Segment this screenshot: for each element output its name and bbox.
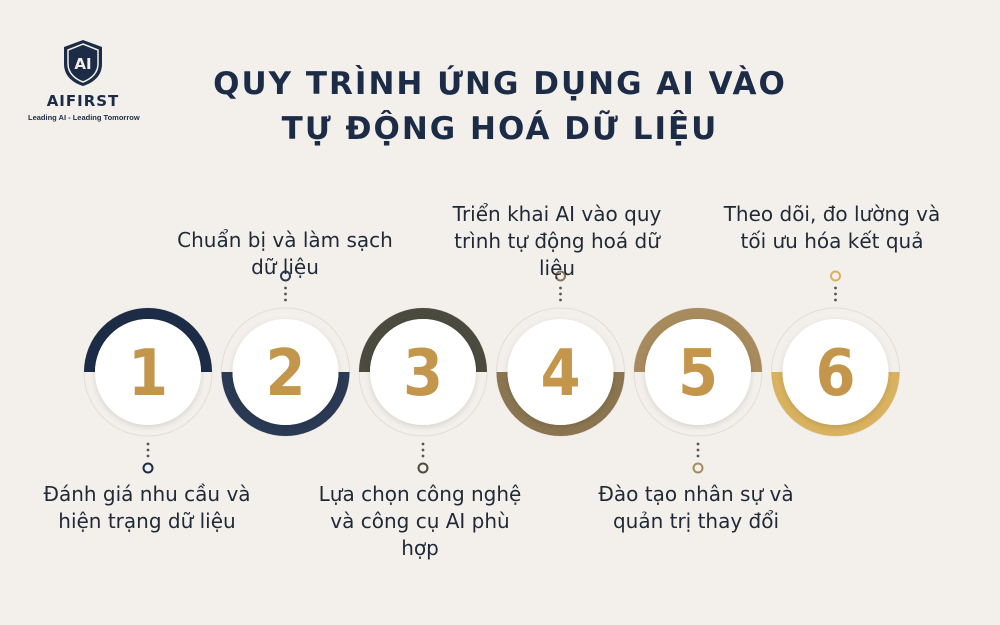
connector-dot [146,448,150,452]
page-title: QUY TRÌNH ỨNG DỤNG AI VÀO TỰ ĐỘNG HOÁ DỮ… [170,62,830,152]
brand-tagline: Leading AI - Leading Tomorrow [28,113,140,122]
connector-marker [830,270,841,282]
step-arc [221,371,350,436]
connector-marker [417,462,429,474]
step-arc [84,308,212,373]
connector-dot [421,454,425,458]
step-disc [507,319,614,425]
connector-dot [421,448,425,452]
connector-dot [834,286,837,290]
step-disc [370,319,476,425]
title-line-1: QUY TRÌNH ỨNG DỤNG AI VÀO [213,66,787,102]
step-arc [634,308,762,373]
shield-icon: AI [64,40,102,86]
step-number: 3 [403,337,443,411]
step-disc [645,319,751,425]
step-3-label: Lựa chọn công nghệ và công cụ AI phù hợp [318,482,522,560]
connector-dot [696,454,700,458]
connector-dot [284,298,287,302]
step-disc [232,319,339,425]
step-disc [782,319,889,425]
connector-dot [834,292,837,296]
connector-dot [421,442,425,446]
step-2-label: Chuẩn bị và làm sạch dữ liệu [177,228,393,279]
step-6: 6 [771,270,900,437]
connector-dot [559,286,562,290]
step-6-label: Theo dõi, đo lường và tối ưu hóa kết quả [723,202,941,253]
connector-dot [696,442,700,446]
connector-marker [280,270,291,282]
step-number: 6 [815,337,855,411]
connector-marker [692,462,704,474]
brand-name: AIFIRST [46,92,120,110]
logo-emblem-text: AI [74,55,91,73]
step-4: 4 [496,270,625,437]
step-1: 1 [83,307,213,474]
connector-marker [555,270,566,282]
step-3: 3 [358,307,488,474]
brand-logo: AI AIFIRST Leading AI - Leading Tomorrow [28,38,140,122]
step-arc [771,371,900,436]
step-5-label: Đào tạo nhân sự và quản trị thay đổi [598,482,794,533]
connector-dot [284,292,287,296]
connector-dot [559,298,562,302]
connector-dot [559,292,562,296]
connector-dot [146,442,150,446]
connector-dot [284,286,287,290]
step-number: 2 [265,337,305,411]
step-number: 1 [128,337,168,411]
step-arc [496,371,625,436]
connector-dot [834,298,837,302]
connector-dot [146,454,150,458]
step-disc [95,319,201,425]
step-number: 5 [678,337,718,411]
step-4-label: Triển khai AI vào quy trình tự động hoá … [452,202,662,280]
step-1-label: Đánh giá nhu cầu và hiện trạng dữ liệu [43,482,251,533]
step-2: 2 [221,270,350,437]
connector-dot [696,448,700,452]
step-number: 4 [540,337,580,411]
connector-marker [142,462,154,474]
title-line-2: TỰ ĐỘNG HOÁ DỮ LIỆU [281,111,719,147]
step-arc [359,308,487,373]
step-5: 5 [633,307,763,474]
